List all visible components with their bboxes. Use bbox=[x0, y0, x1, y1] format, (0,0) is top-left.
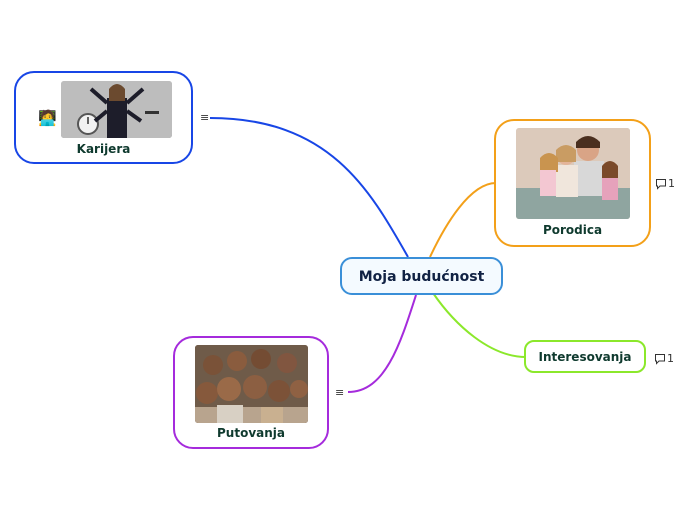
topic-porodica-label: Porodica bbox=[542, 223, 603, 237]
comment-icon bbox=[656, 178, 666, 190]
connector-interesovanja bbox=[432, 292, 527, 358]
porodica-image bbox=[516, 128, 630, 219]
topic-putovanja-label: Putovanja bbox=[217, 426, 285, 440]
comment-indicator-porodica[interactable]: 1 bbox=[655, 177, 675, 190]
comment-indicator-interesovanja[interactable]: 1 bbox=[654, 352, 674, 365]
connector-putovanja bbox=[347, 294, 417, 393]
connector-porodica bbox=[429, 182, 497, 258]
topic-porodica[interactable]: Porodica bbox=[494, 119, 651, 247]
topic-interesovanja-label: Interesovanja bbox=[538, 350, 632, 364]
comment-icon bbox=[655, 353, 665, 365]
putovanja-image bbox=[195, 345, 308, 423]
connector-karijera bbox=[209, 117, 409, 258]
topic-interesovanja[interactable]: Interesovanja bbox=[524, 340, 646, 373]
person-laptop-icon: 🧑‍💻 bbox=[38, 109, 57, 127]
topic-karijera[interactable]: 🧑‍💻 Karijera bbox=[14, 71, 193, 164]
notes-icon[interactable]: ≡ bbox=[335, 386, 345, 399]
topic-putovanja[interactable]: Putovanja bbox=[173, 336, 329, 449]
topic-karijera-label: Karijera bbox=[76, 142, 131, 156]
central-topic[interactable]: Moja budućnost bbox=[340, 257, 503, 295]
comment-count: 1 bbox=[668, 177, 675, 190]
karijera-image bbox=[61, 81, 172, 138]
notes-icon[interactable]: ≡ bbox=[200, 111, 210, 124]
central-topic-label: Moja budućnost bbox=[358, 269, 485, 285]
comment-count: 1 bbox=[667, 352, 674, 365]
